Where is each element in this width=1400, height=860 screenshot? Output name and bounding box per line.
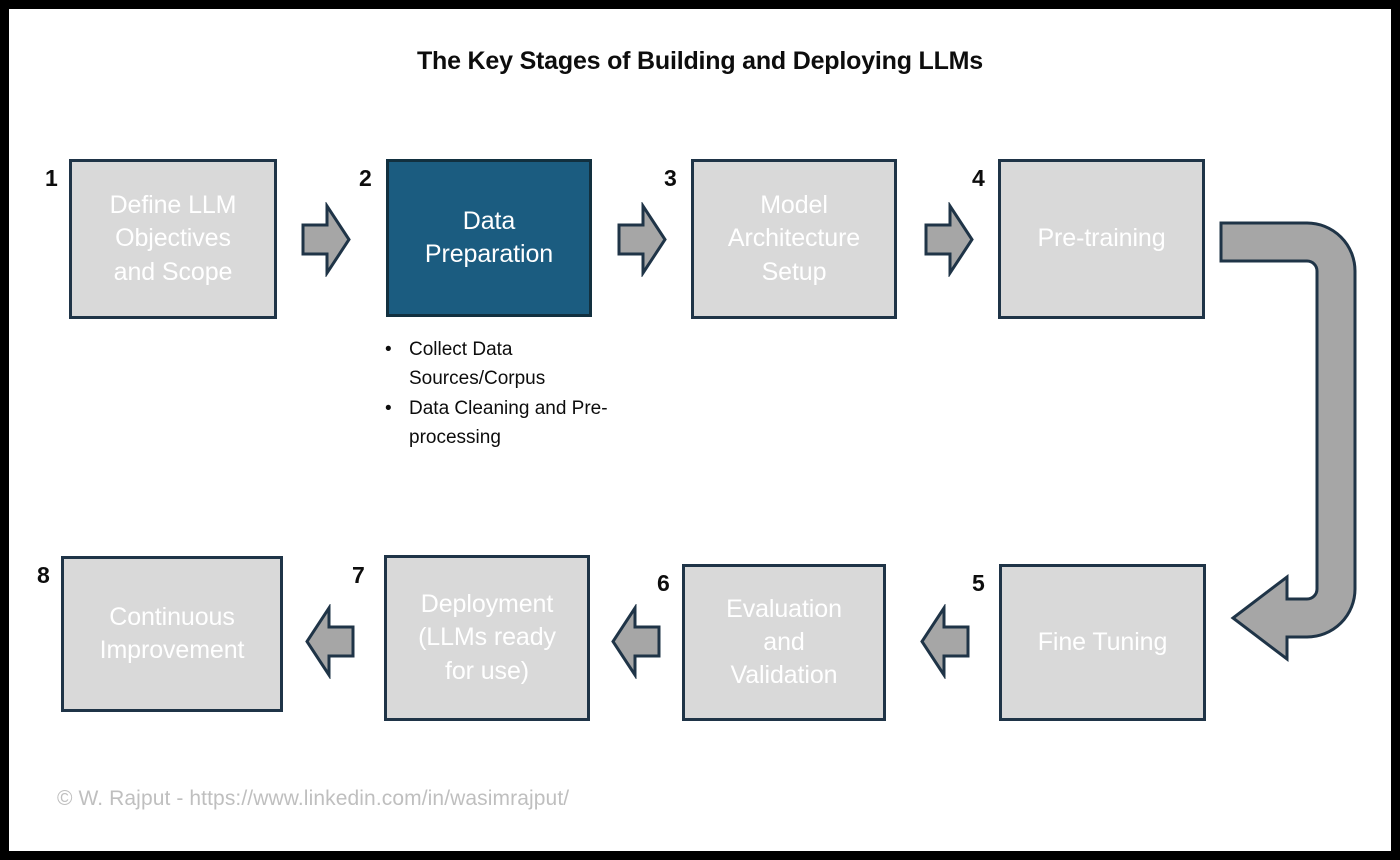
step-number-5: 5 — [972, 570, 985, 596]
stage-box-pre-training[interactable]: Pre-training — [998, 159, 1205, 319]
stage-box-fine-tuning[interactable]: Fine Tuning — [999, 564, 1206, 721]
stage-box-continuous-improvement[interactable]: Continuous Improvement — [61, 556, 283, 712]
step-number-4: 4 — [972, 165, 985, 191]
arrow-left-icon-7-to-8 — [305, 604, 355, 679]
step-number-6: 6 — [657, 570, 670, 596]
arrow-left-icon-6-to-7 — [611, 604, 661, 679]
stage-label: Define LLM Objectives and Scope — [109, 191, 237, 286]
arrow-left-icon-5-to-6 — [920, 604, 970, 679]
data-preparation-bullet-list: Collect Data Sources/Corpus Data Cleanin… — [377, 336, 612, 454]
list-item: Data Cleaning and Pre-processing — [377, 395, 612, 453]
stage-label: Pre-training — [1037, 224, 1166, 253]
diagram-canvas: The Key Stages of Building and Deploying… — [9, 9, 1391, 851]
stage-label: Evaluation and Validation — [726, 594, 842, 690]
stage-box-evaluation-and-validation[interactable]: Evaluation and Validation — [682, 564, 886, 721]
stage-label: Data Preparation — [424, 206, 554, 268]
step-number-1: 1 — [45, 165, 58, 191]
footer-credit: © W. Rajput - https://www.linkedin.com/i… — [57, 787, 570, 810]
step-number-7: 7 — [352, 562, 365, 588]
arrow-right-icon-1-to-2 — [301, 202, 351, 277]
stage-label: Model Architecture Setup — [727, 191, 861, 286]
step-number-8: 8 — [37, 562, 50, 588]
page-title: The Key Stages of Building and Deploying… — [416, 47, 984, 75]
stage-box-define-llm-objectives-and-scope[interactable]: Define LLM Objectives and Scope — [69, 159, 277, 319]
stage-label: Continuous Improvement — [99, 602, 245, 664]
list-item: Collect Data Sources/Corpus — [377, 336, 612, 394]
step-number-2: 2 — [359, 165, 372, 191]
stage-box-deployment[interactable]: Deployment (LLMs ready for use) — [384, 555, 590, 721]
stage-box-model-architecture-setup[interactable]: Model Architecture Setup — [691, 159, 897, 319]
step-number-3: 3 — [664, 165, 677, 191]
arrow-right-icon-2-to-3 — [617, 202, 667, 277]
stage-label: Fine Tuning — [1037, 627, 1168, 656]
arrow-right-icon-3-to-4 — [924, 202, 974, 277]
arrow-elbow-icon-4-to-5 — [1199, 204, 1384, 684]
stage-label: Deployment (LLMs ready for use) — [418, 590, 556, 685]
stage-box-data-preparation[interactable]: Data Preparation — [386, 159, 592, 317]
